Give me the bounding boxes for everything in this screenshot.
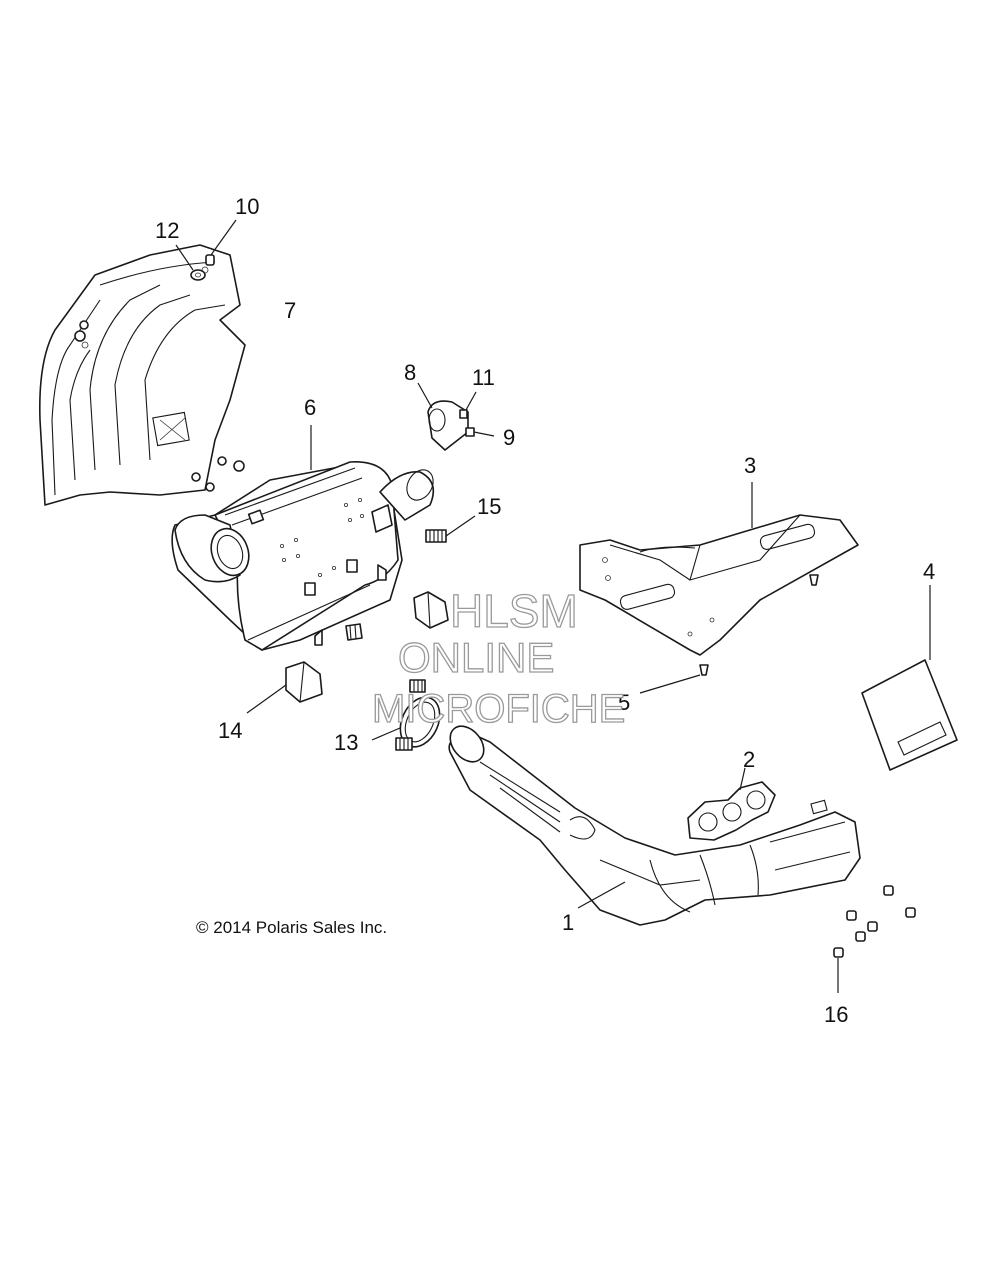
part-8-cap[interactable] — [417, 382, 469, 451]
part-2-gasket[interactable] — [687, 767, 776, 841]
part-3-heat-shield-plate[interactable] — [579, 514, 859, 656]
part-isolator-upper — [413, 591, 449, 629]
part-6-muffler[interactable] — [171, 461, 438, 651]
callout-7: 7 — [284, 298, 296, 323]
callout-6: 6 — [304, 395, 316, 420]
callout-15: 15 — [477, 494, 501, 519]
part-7-fasteners — [74, 320, 245, 492]
part-15-spring[interactable] — [425, 515, 476, 543]
part-5-push-rivet[interactable] — [639, 574, 819, 694]
callout-8: 8 — [404, 360, 416, 385]
part-1-header-pipe[interactable] — [443, 720, 861, 926]
callout-2: 2 — [743, 747, 755, 772]
part-1-leader — [577, 881, 626, 909]
watermark-line-2: ONLINE — [398, 634, 554, 681]
callout-5: 5 — [618, 690, 630, 715]
callout-16: 16 — [824, 1002, 848, 1027]
part-7-heat-shield[interactable] — [38, 244, 246, 506]
watermark: HLSM ONLINE MICROFICHE — [371, 584, 626, 731]
watermark-line-1: HLSM — [450, 585, 578, 637]
callout-4: 4 — [923, 559, 935, 584]
part-spring-lower — [345, 623, 363, 641]
callout-1: 1 — [562, 910, 574, 935]
part-9-screw[interactable] — [465, 427, 495, 437]
callout-11: 11 — [472, 365, 495, 390]
part-11-nut[interactable] — [459, 391, 477, 419]
callout-9: 9 — [503, 425, 515, 450]
callout-14: 14 — [218, 718, 242, 743]
watermark-line-3: MICROFICHE — [372, 687, 625, 731]
part-10-bolt[interactable] — [205, 219, 237, 266]
callout-13: 13 — [334, 730, 358, 755]
part-4-plate[interactable] — [861, 585, 958, 771]
callout-3: 3 — [744, 453, 756, 478]
copyright-text: © 2014 Polaris Sales Inc. — [196, 918, 387, 937]
callout-12: 12 — [155, 218, 179, 243]
part-16-bolts[interactable] — [833, 885, 916, 993]
part-14-isolator[interactable] — [246, 661, 323, 714]
part-13-clamp[interactable] — [371, 679, 447, 753]
part-12-washer[interactable] — [175, 244, 206, 281]
callout-10: 10 — [235, 194, 259, 219]
